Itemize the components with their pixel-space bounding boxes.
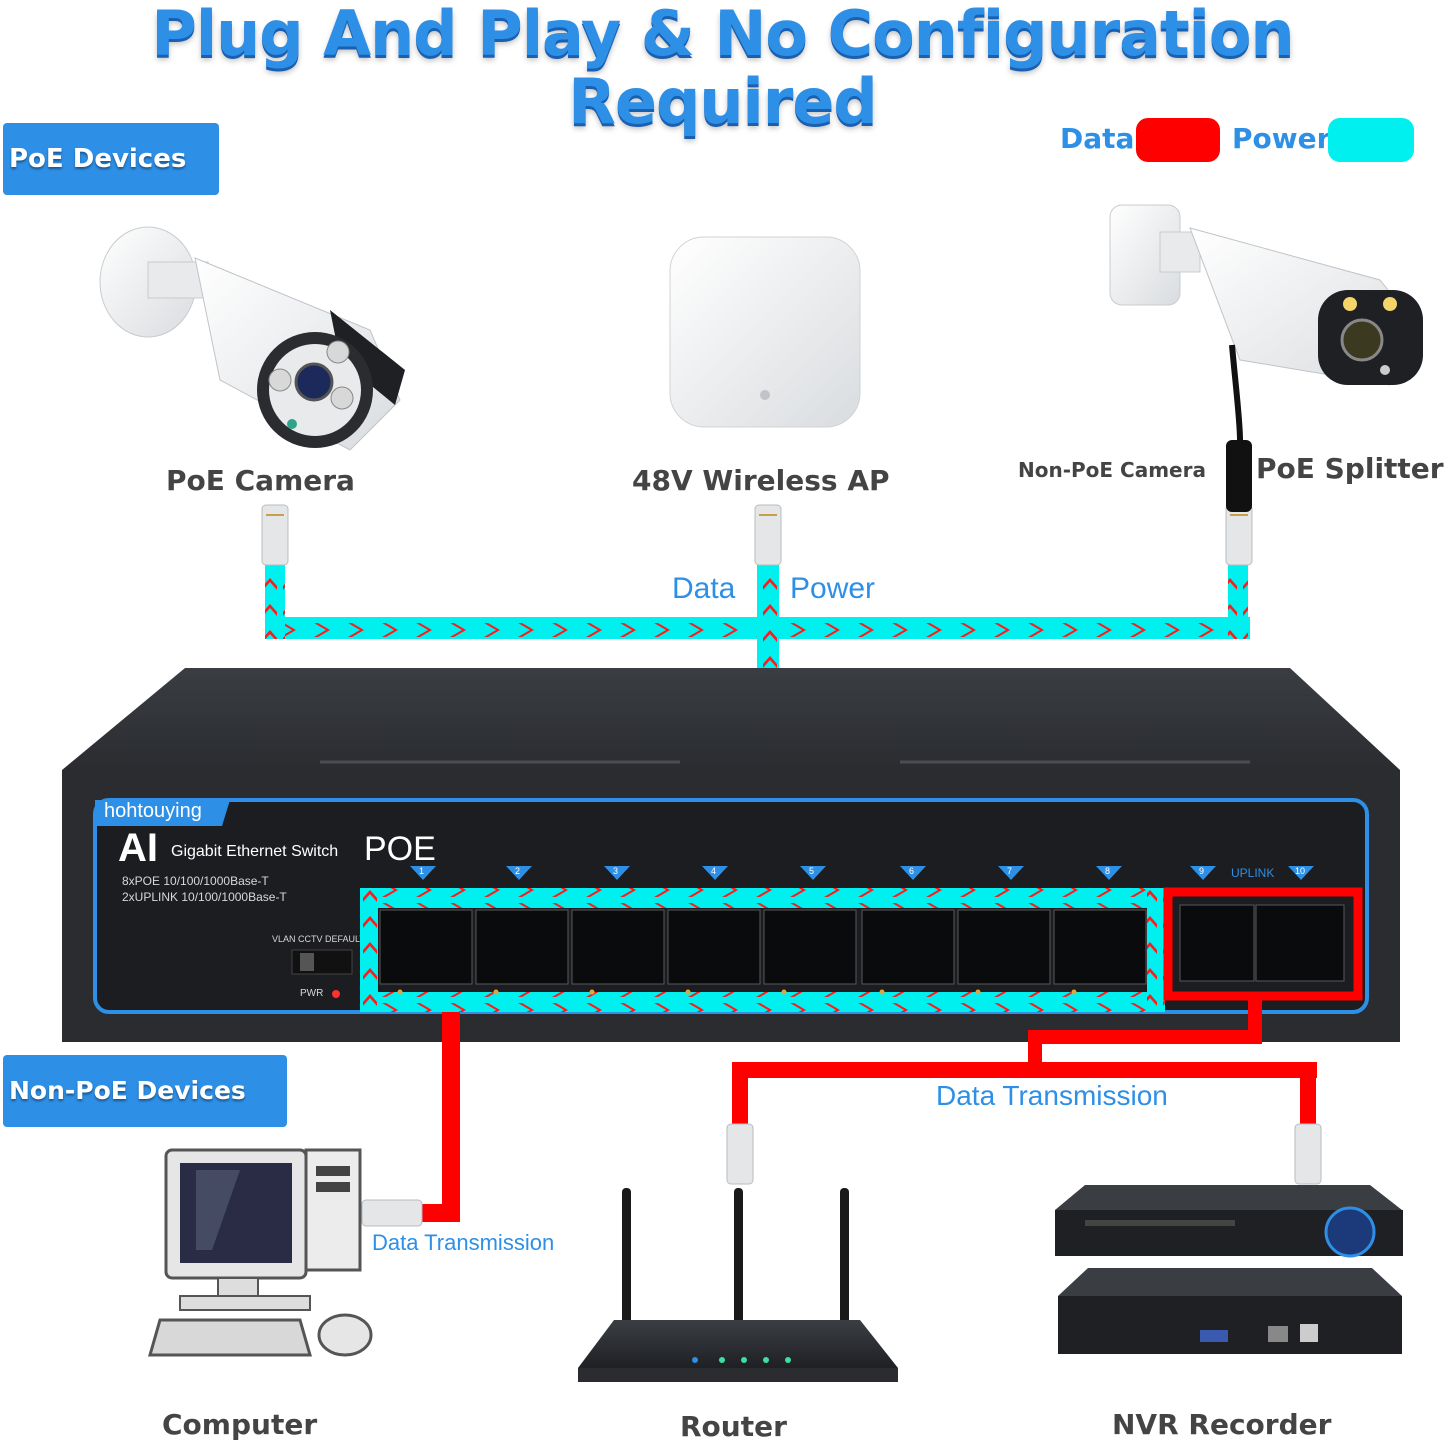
rj45-connector-computer <box>361 1199 423 1227</box>
label-poe-camera: PoE Camera <box>166 464 355 497</box>
router-image <box>578 1188 898 1382</box>
port-number-7: 7 <box>1007 866 1013 876</box>
legend-power-swatch <box>1328 118 1414 162</box>
port-number-10: 10 <box>1295 866 1306 876</box>
label-poe-splitter: PoE Splitter <box>1256 452 1444 485</box>
port-number-1: 1 <box>419 866 425 876</box>
switch-mode-labels: VLAN CCTV DEFAULT <box>272 934 360 944</box>
switch-pwr-label: PWR <box>300 988 324 999</box>
switch-uplink-label: UPLINK <box>1231 866 1275 880</box>
rj45-connector-ap <box>754 504 782 566</box>
rj45-ports <box>379 904 1345 985</box>
rj45-connector-router <box>726 1123 754 1185</box>
headline: Plug And Play & No Configuration Require… <box>151 0 1294 138</box>
wireless-ap-image <box>669 236 861 428</box>
legend-data-label: Data <box>1060 122 1135 155</box>
switch-brand: hohtouying <box>104 800 202 822</box>
data-cables <box>420 996 1317 1222</box>
port-number-3: 3 <box>613 866 619 876</box>
port-number-6: 6 <box>909 866 915 876</box>
legend-data-swatch <box>1136 118 1220 162</box>
port-number-4: 4 <box>711 866 717 876</box>
port-number-5: 5 <box>809 866 815 876</box>
flow-label-power: Power <box>790 572 876 605</box>
flow-label-data: Data <box>672 572 736 605</box>
label-router: Router <box>680 1410 787 1443</box>
legend-power-label: Power <box>1232 122 1331 155</box>
non-poe-camera-image <box>1109 204 1423 386</box>
computer-image <box>148 1148 373 1357</box>
label-non-poe-camera: Non-PoE Camera <box>1018 458 1206 482</box>
non-poe-devices-tag: Non-PoE Devices <box>3 1055 287 1127</box>
port-number-9: 9 <box>1199 866 1205 876</box>
flow-label-data-transmission-nvr: Data Transmission <box>936 1080 1168 1111</box>
switch-spec-uplink: 2xUPLINK 10/100/1000Base-T <box>122 890 287 904</box>
rj45-connector-nvr <box>1294 1123 1322 1185</box>
poe-devices-tag: PoE Devices <box>3 123 219 195</box>
port-number-8: 8 <box>1105 866 1111 876</box>
flow-label-data-transmission-computer: Data Transmission <box>372 1230 555 1255</box>
label-computer: Computer <box>162 1408 318 1441</box>
poe-splitter-image <box>1226 344 1252 512</box>
nvr-image <box>1055 1185 1403 1354</box>
port-led-dots <box>397 989 1077 995</box>
poe-ports-frame <box>360 888 1165 1012</box>
label-wireless-ap: 48V Wireless AP <box>632 464 890 497</box>
poe-camera-image <box>99 226 405 451</box>
label-nvr: NVR Recorder <box>1112 1408 1332 1441</box>
port-number-2: 2 <box>515 866 521 876</box>
port-indicators <box>410 866 1314 880</box>
switch-spec-poe: 8xPOE 10/100/1000Base-T <box>122 874 269 888</box>
uplink-frame <box>1163 887 1363 1001</box>
switch-poe-logo: POE <box>364 830 436 868</box>
rj45-connector-camera <box>261 504 289 566</box>
switch-ai-logo: AI <box>118 826 158 870</box>
switch-model: Gigabit Ethernet Switch <box>171 843 339 860</box>
rj45-connector-splitter <box>1225 504 1253 566</box>
